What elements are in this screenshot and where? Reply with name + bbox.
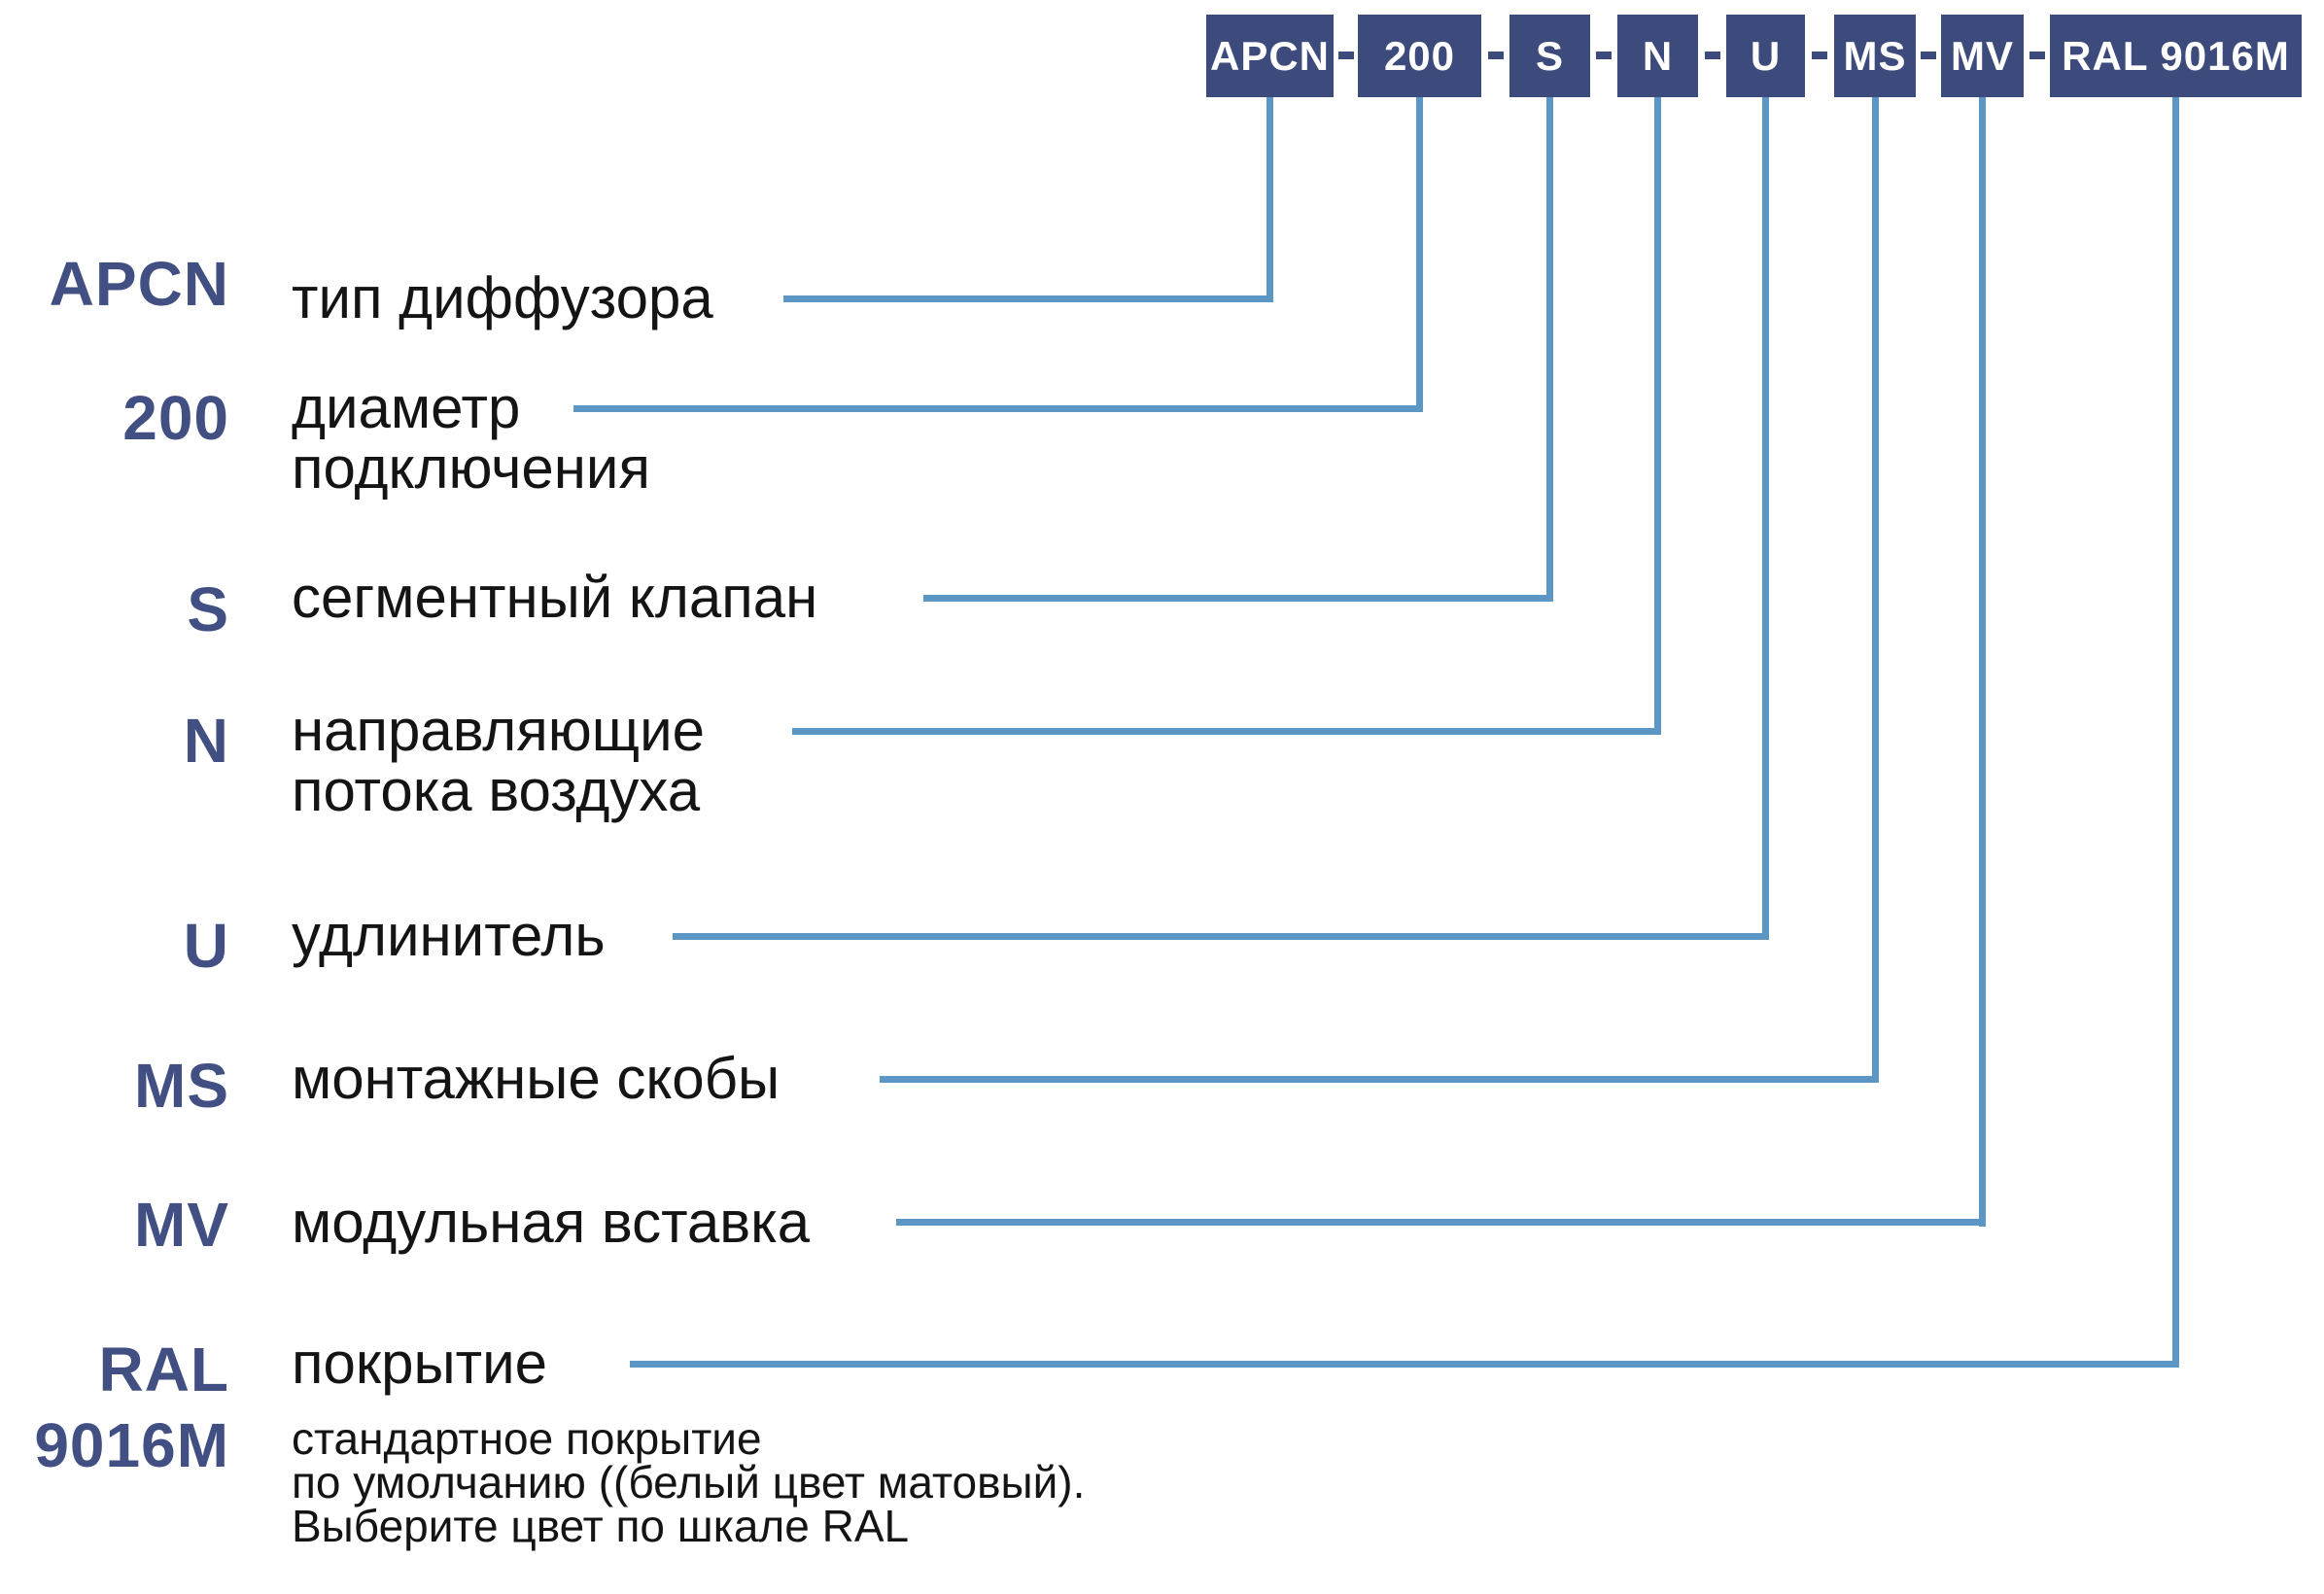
legend-code-n: N	[183, 706, 229, 776]
connector-vertical-s	[1546, 97, 1553, 602]
legend-code-u: U	[183, 911, 229, 981]
legend-code-s: S	[187, 574, 229, 644]
legend-code-ral9016m: RAL 9016M	[34, 1334, 229, 1480]
legend-label-extender: удлинитель	[292, 903, 606, 968]
code-segment-box-mv: MV	[1941, 15, 2024, 97]
legend-label-modular-insert: модульная вставка	[292, 1190, 811, 1255]
connector-horizontal-ral	[630, 1361, 2179, 1368]
legend-code-mv: MV	[134, 1190, 229, 1260]
code-separator-dash	[1921, 52, 1936, 59]
connector-horizontal-ms	[880, 1076, 1879, 1083]
code-segment-box-ms: MS	[1834, 15, 1916, 97]
code-separator-dash	[1488, 52, 1504, 59]
legend-code-apcn: APCN	[49, 249, 229, 319]
legend-label-mounting-brackets: монтажные скобы	[292, 1046, 780, 1111]
coating-default-note: стандартное покрытие по умолчанию ((белы…	[292, 1413, 1086, 1551]
code-segment-box-ral9016m: RAL 9016M	[2050, 15, 2302, 97]
connector-horizontal-mv	[896, 1219, 1986, 1226]
code-separator-dash	[1596, 52, 1612, 59]
legend-label-coating: покрытие	[292, 1331, 547, 1396]
legend-label-diffuser-type: тип диффузора	[292, 265, 713, 330]
legend-code-ms: MS	[134, 1051, 229, 1121]
connector-vertical-mv	[1979, 97, 1986, 1227]
connector-vertical-n	[1654, 97, 1661, 735]
code-separator-dash	[2029, 52, 2045, 59]
code-separator-dash	[1705, 52, 1720, 59]
connector-vertical-u	[1762, 97, 1769, 940]
code-segment-box-apcn: APCN	[1206, 15, 1334, 97]
code-segment-box-n: N	[1617, 15, 1698, 97]
connector-vertical-apcn	[1266, 97, 1273, 302]
legend-label-connection-diameter: диаметр подключения	[292, 375, 650, 501]
connector-vertical-ral	[2172, 97, 2179, 1368]
legend-label-segment-valve: сегментный клапан	[292, 565, 818, 630]
connector-horizontal-apcn	[783, 295, 1273, 302]
code-segment-box-u: U	[1726, 15, 1805, 97]
legend-label-airflow-guides: направляющие потока воздуха	[292, 698, 705, 823]
legend-code-200: 200	[122, 383, 229, 453]
connector-vertical-ms	[1872, 97, 1879, 1083]
connector-horizontal-s	[923, 595, 1553, 602]
connector-horizontal-u	[673, 933, 1769, 940]
code-separator-dash	[1338, 52, 1354, 59]
code-segment-box-200: 200	[1358, 15, 1481, 97]
connector-horizontal-n	[792, 728, 1661, 735]
connector-vertical-200	[1416, 97, 1423, 412]
connector-horizontal-200	[573, 405, 1423, 412]
code-segment-box-s: S	[1509, 15, 1590, 97]
code-separator-dash	[1812, 52, 1827, 59]
